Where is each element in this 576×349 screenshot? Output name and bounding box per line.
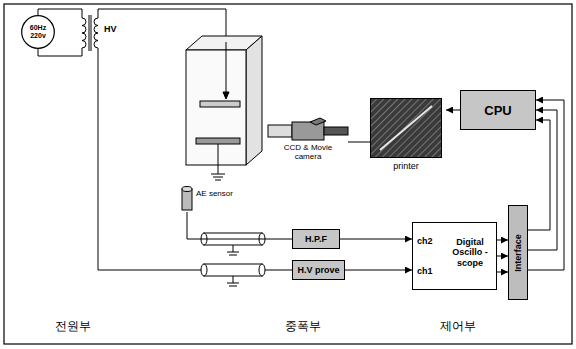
node-text: CCD & Movie camera [280,144,336,162]
section-label: 전원부 [55,318,91,335]
power-wiring [38,9,292,270]
test-cell [186,36,262,180]
signal-arrow [497,256,508,257]
signal-arrow [345,270,412,271]
printer: printer [370,98,446,176]
node-text: CPU [484,103,511,118]
signal-arrow [528,110,557,250]
primary-coil [82,18,86,48]
wire [348,142,370,143]
signal-arrow [497,272,508,273]
section-label: 중폭부 [285,318,321,335]
node-text: H.P.F [305,234,327,244]
wire [187,212,292,239]
ae-sensor: AE sensor [181,186,251,212]
secondary-coil [94,18,98,48]
oscilloscope-box: ch2 ch1 Digital Oscillo -scope [412,222,497,290]
node-text: 60Hz 220v [26,24,50,39]
node-text: ch1 [417,266,433,276]
ac-source: 60Hz 220v [21,15,55,49]
signal-arrow [446,110,460,111]
voltage-label: HV [104,24,117,34]
signal-arrow [340,239,412,240]
node-text: H.V prove [297,265,339,275]
node-text: ch2 [417,236,433,246]
signal-arrow [497,240,508,241]
node-text: AE sensor [196,189,233,198]
probe-box: H.V prove [292,260,345,280]
filter-box: H.P.F [292,229,340,249]
signal-arrow [528,120,550,230]
node-text: Digital Oscillo -scope [447,237,493,268]
interface-box: Interface [508,205,528,300]
coax-cables [201,233,265,286]
node-text: printer [370,161,442,171]
camera: CCD & Movie camera [268,118,348,166]
outer-frame [4,4,572,344]
cpu-box: CPU [460,90,536,130]
node-text: Interface [513,234,523,272]
section-label: 제어부 [440,318,476,335]
